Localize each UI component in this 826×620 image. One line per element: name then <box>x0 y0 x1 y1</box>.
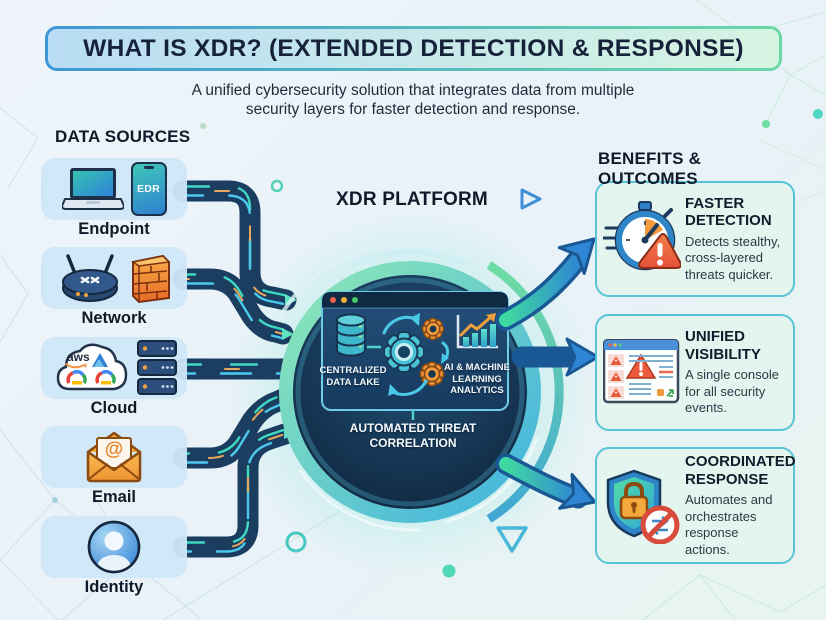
source-label-network: Network <box>81 309 147 327</box>
circle-swoosh-arc <box>486 261 564 523</box>
shield-lock-icon <box>603 468 681 544</box>
source-card-identity <box>41 516 187 578</box>
benefit-title: COORDINATED RESPONSE <box>685 453 796 488</box>
window-dot-green <box>352 297 358 303</box>
gear-icon-orange-top <box>421 317 445 341</box>
window-dot-yellow <box>341 297 347 303</box>
browser-window <box>321 291 509 420</box>
source-label-email: Email <box>91 488 137 506</box>
envelope-icon <box>86 431 142 483</box>
source-label-cloud: Cloud <box>90 399 138 417</box>
benefit-title: UNIFIED VISIBILITY <box>685 328 761 363</box>
mesh-dots <box>52 109 823 503</box>
window-dot-red <box>330 297 336 303</box>
subtitle-line-2: security layers for faster detection and… <box>245 101 581 118</box>
decor-dot-teal <box>442 564 456 578</box>
decor-triangle-right-icon <box>520 188 542 210</box>
analytics-chart-icon <box>456 313 498 349</box>
decor-shapes <box>270 179 542 578</box>
output-arrows <box>495 237 600 510</box>
source-card-cloud: aws <box>41 337 187 399</box>
ai-analytics-label: AI & MACHINE LEARNING ANALYTICS <box>444 362 510 396</box>
output-arrow-top <box>495 237 596 331</box>
laptop-icon <box>61 168 124 210</box>
benefit-desc: Automates and orchestrates response acti… <box>685 492 773 557</box>
aws-label: aws <box>67 350 90 364</box>
benefit-card-coordinated-response: COORDINATED RESPONSE Automates and orche… <box>595 447 796 564</box>
decor-triangle-down-icon <box>496 526 528 553</box>
benefit-card-faster-detection: FASTER DETECTION Detects stealthy, cross… <box>595 181 795 297</box>
subtitle: A unified cybersecurity solution that in… <box>0 81 826 119</box>
output-arrow-middle <box>511 337 600 377</box>
source-label-identity: Identity <box>84 578 144 596</box>
title-banner: WHAT IS XDR? (EXTENDED DETECTION & RESPO… <box>45 26 782 71</box>
gear-icon-orange-bottom <box>419 361 445 387</box>
correlation-label: AUTOMATED THREAT CORRELATION <box>349 421 477 450</box>
source-card-network <box>41 247 187 309</box>
firewall-icon <box>130 254 171 304</box>
benefit-desc: Detects stealthy, cross-layered threats … <box>685 233 781 282</box>
email-at-symbol: @ <box>104 439 124 460</box>
output-arrow-bottom <box>495 453 597 510</box>
database-icon <box>336 313 366 357</box>
gear-icon-large <box>383 331 425 373</box>
main-title: WHAT IS XDR? (EXTENDED DETECTION & RESPO… <box>83 34 744 62</box>
benefit-desc: A single console for all security events… <box>685 367 779 416</box>
source-card-email: @ <box>41 426 187 488</box>
subtitle-line-1: A unified cybersecurity solution that in… <box>191 82 635 99</box>
person-icon <box>87 520 141 574</box>
router-icon <box>61 254 118 302</box>
decor-ring-2 <box>270 179 284 193</box>
security-console-icon <box>603 338 681 407</box>
benefits-heading: BENEFITS & OUTCOMES <box>598 149 702 188</box>
benefit-card-unified-visibility: UNIFIED VISIBILITY A single console for … <box>595 314 795 431</box>
data-sources-heading: DATA SOURCES <box>55 127 191 146</box>
cloud-providers-icon <box>56 343 127 391</box>
server-stack-icon <box>136 340 177 395</box>
edr-badge: EDR <box>136 183 161 195</box>
data-lake-label: CENTRALIZED DATA LAKE <box>319 365 387 388</box>
stopwatch-warning-icon <box>603 198 681 280</box>
benefit-title: FASTER DETECTION <box>685 194 772 230</box>
source-label-endpoint: Endpoint <box>78 220 150 238</box>
xdr-platform-heading: XDR PLATFORM <box>336 189 488 210</box>
source-card-endpoint: EDR <box>41 158 187 220</box>
phone-edr-icon: EDR <box>130 162 167 216</box>
decor-ring-1 <box>285 531 307 553</box>
cycle-arrowheads <box>388 313 449 396</box>
